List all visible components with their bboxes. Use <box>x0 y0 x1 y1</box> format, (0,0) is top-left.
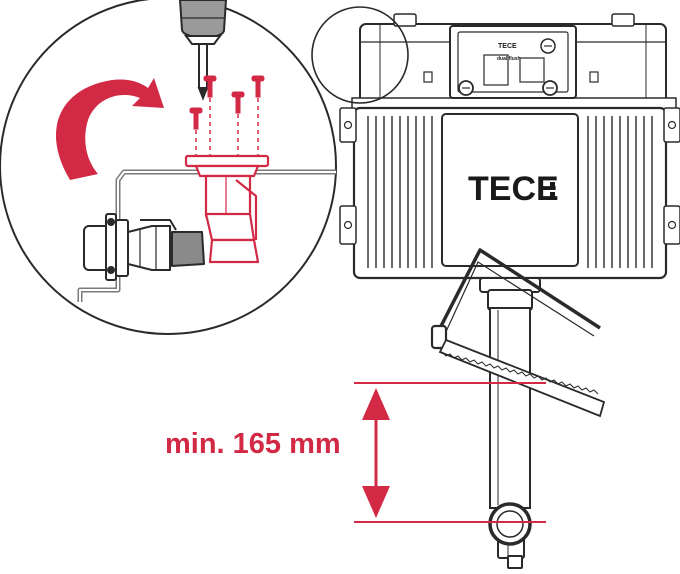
brand-dot <box>550 182 555 187</box>
brand-label: TECE <box>468 170 559 208</box>
cistern-ribs <box>367 116 653 268</box>
screw-icon <box>189 75 265 130</box>
panel-sublabel: dual flush <box>497 56 521 62</box>
brand-dot <box>550 192 555 197</box>
screw-guide-lines <box>195 98 259 158</box>
dimension-marker <box>354 382 546 523</box>
valve-housing <box>184 154 270 264</box>
rotation-arrow-icon <box>55 78 164 180</box>
flush-control-panel: TECE dual flush <box>449 25 577 99</box>
detail-zoom-view <box>0 0 337 335</box>
cistern: TECE dual flush <box>339 13 680 280</box>
flush-pipe <box>479 277 541 569</box>
screwdriver-icon <box>178 0 228 101</box>
saw-icon <box>430 248 606 418</box>
dimension-label: min. 165 mm <box>165 428 341 460</box>
dimension-arrow-icon <box>362 486 390 518</box>
dimension-arrow-icon <box>362 388 390 420</box>
detail-source-circle <box>311 6 409 104</box>
inlet-valve <box>83 213 205 281</box>
panel-label: TECE <box>498 43 517 50</box>
